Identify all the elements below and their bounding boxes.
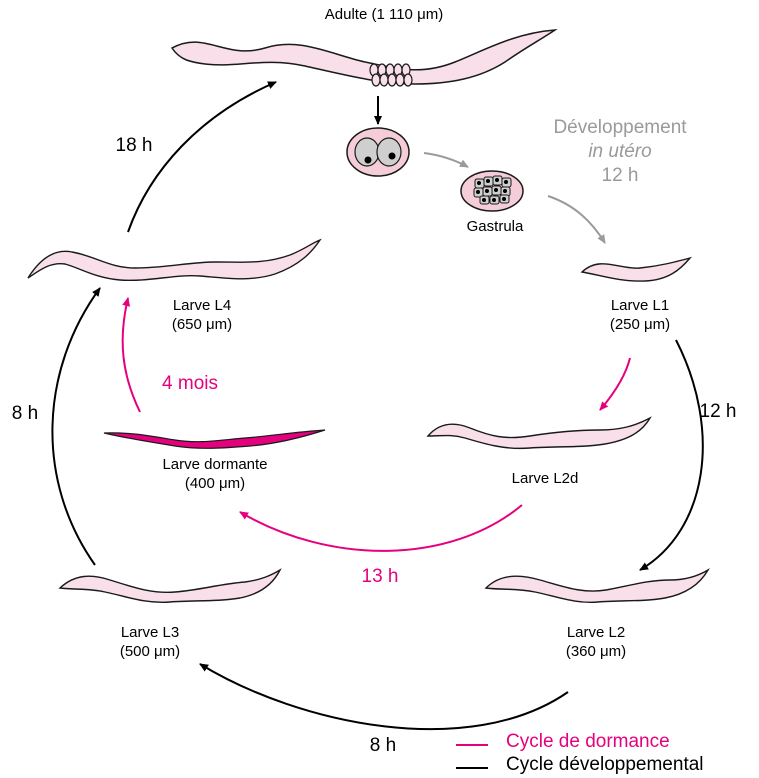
- l3-worm: [60, 570, 280, 602]
- arrow-l1-to-l2d: [600, 358, 630, 410]
- arrow-l2-to-l3: [200, 664, 568, 729]
- adult-label: Adulte (1 110 μm): [299, 6, 469, 25]
- dormant-label: Larve dormante (400 μm): [120, 456, 310, 494]
- legend-dormance-label: Cycle de dormance: [506, 731, 670, 753]
- l1-size: (250 μm): [590, 316, 690, 335]
- l3-label: Larve L3 (500 μm): [100, 624, 200, 662]
- l4-size: (650 μm): [152, 316, 252, 335]
- l2d-label: Larve L2d: [490, 470, 600, 489]
- dormant-name: Larve dormante: [120, 456, 310, 475]
- l1-worm: [582, 258, 690, 281]
- l1-name: Larve L1: [590, 297, 690, 316]
- l2-worm: [486, 570, 708, 602]
- in-utero-line2: in utéro: [520, 140, 720, 164]
- duration-l1-l2: 12 h: [688, 400, 748, 424]
- l4-worm: [28, 240, 320, 280]
- legend-developpement-swatch: [456, 767, 488, 769]
- gastrula-label: Gastrula: [440, 218, 550, 237]
- l4-label: Larve L4 (650 μm): [152, 297, 252, 335]
- l2-label: Larve L2 (360 μm): [546, 624, 646, 662]
- dormant-size: (400 μm): [120, 475, 310, 494]
- arrow-gastrula-to-l1: [548, 196, 605, 243]
- arrow-l3-to-l4: [52, 288, 100, 565]
- duration-l3-l4: 8 h: [0, 402, 50, 426]
- arrow-l1-to-l2: [640, 340, 703, 570]
- legend-developpement-label: Cycle développemental: [506, 754, 704, 776]
- l3-name: Larve L3: [100, 624, 200, 643]
- dormancy-arrows: [123, 298, 630, 551]
- l1-label: Larve L1 (250 μm): [590, 297, 690, 335]
- duration-l2-l3: 8 h: [358, 734, 408, 758]
- dormant-worm: [104, 430, 325, 448]
- duration-l4-adult: 18 h: [104, 134, 164, 158]
- in-utero-line3: 12 h: [520, 164, 720, 188]
- gastrula-embryo: [461, 171, 523, 211]
- in-utero-line1: Développement: [520, 116, 720, 140]
- l3-size: (500 μm): [100, 643, 200, 662]
- arrow-l2d-to-dormant: [240, 505, 522, 551]
- egg-two-cell: [347, 128, 409, 176]
- l2-name: Larve L2: [546, 624, 646, 643]
- arrow-dormant-to-l4: [123, 298, 140, 412]
- legend-dormance-swatch: [456, 744, 488, 746]
- duration-l2d-dormant: 13 h: [345, 565, 415, 589]
- adult-worm: [172, 30, 555, 86]
- l2d-worm: [428, 418, 650, 448]
- l2-size: (360 μm): [546, 643, 646, 662]
- l4-name: Larve L4: [152, 297, 252, 316]
- arrow-egg-to-gastrula: [424, 153, 468, 167]
- adult-eggs: [370, 64, 412, 86]
- in-utero-label: Développement in utéro 12 h: [520, 116, 720, 187]
- duration-dormant-l4: 4 mois: [140, 372, 240, 396]
